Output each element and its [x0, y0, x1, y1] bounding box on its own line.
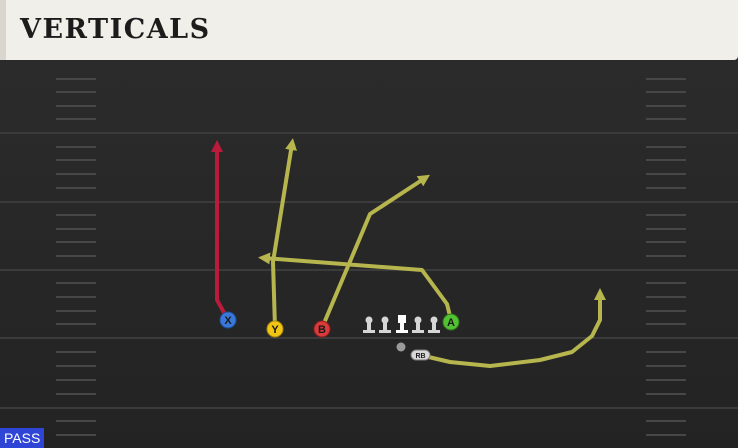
lineman-lt — [363, 316, 375, 333]
player-y-label: Y — [271, 324, 279, 336]
player-a-label: A — [447, 317, 455, 329]
lineman-rt — [428, 316, 440, 333]
offensive-line — [363, 315, 440, 333]
route-rb — [418, 288, 606, 368]
player-x[interactable]: X — [219, 311, 237, 329]
title-bar: VERTICALS — [0, 0, 738, 60]
play-header: VERTICALS — [0, 0, 738, 62]
lineman-lg — [379, 316, 391, 333]
quarterback — [396, 342, 406, 352]
play-type-badge: PASS — [0, 428, 45, 448]
center-lineman — [396, 315, 408, 333]
yard-lines — [0, 132, 738, 409]
route-x — [211, 140, 229, 320]
hash-marks-right — [646, 78, 686, 436]
play-field — [0, 62, 738, 448]
route-a — [258, 252, 453, 322]
player-y[interactable]: Y — [266, 320, 284, 338]
player-a[interactable]: A — [442, 313, 460, 331]
route-y — [271, 138, 297, 330]
player-rb-label: RB — [415, 353, 425, 360]
hash-marks-left — [56, 78, 96, 436]
lineman-rg — [412, 316, 424, 333]
player-b-label: B — [318, 324, 326, 336]
route-b — [320, 174, 431, 330]
player-x-label: X — [224, 315, 232, 327]
player-rb[interactable]: RB — [410, 349, 431, 361]
player-b[interactable]: B — [313, 320, 331, 338]
play-title: VERTICALS — [20, 14, 211, 45]
